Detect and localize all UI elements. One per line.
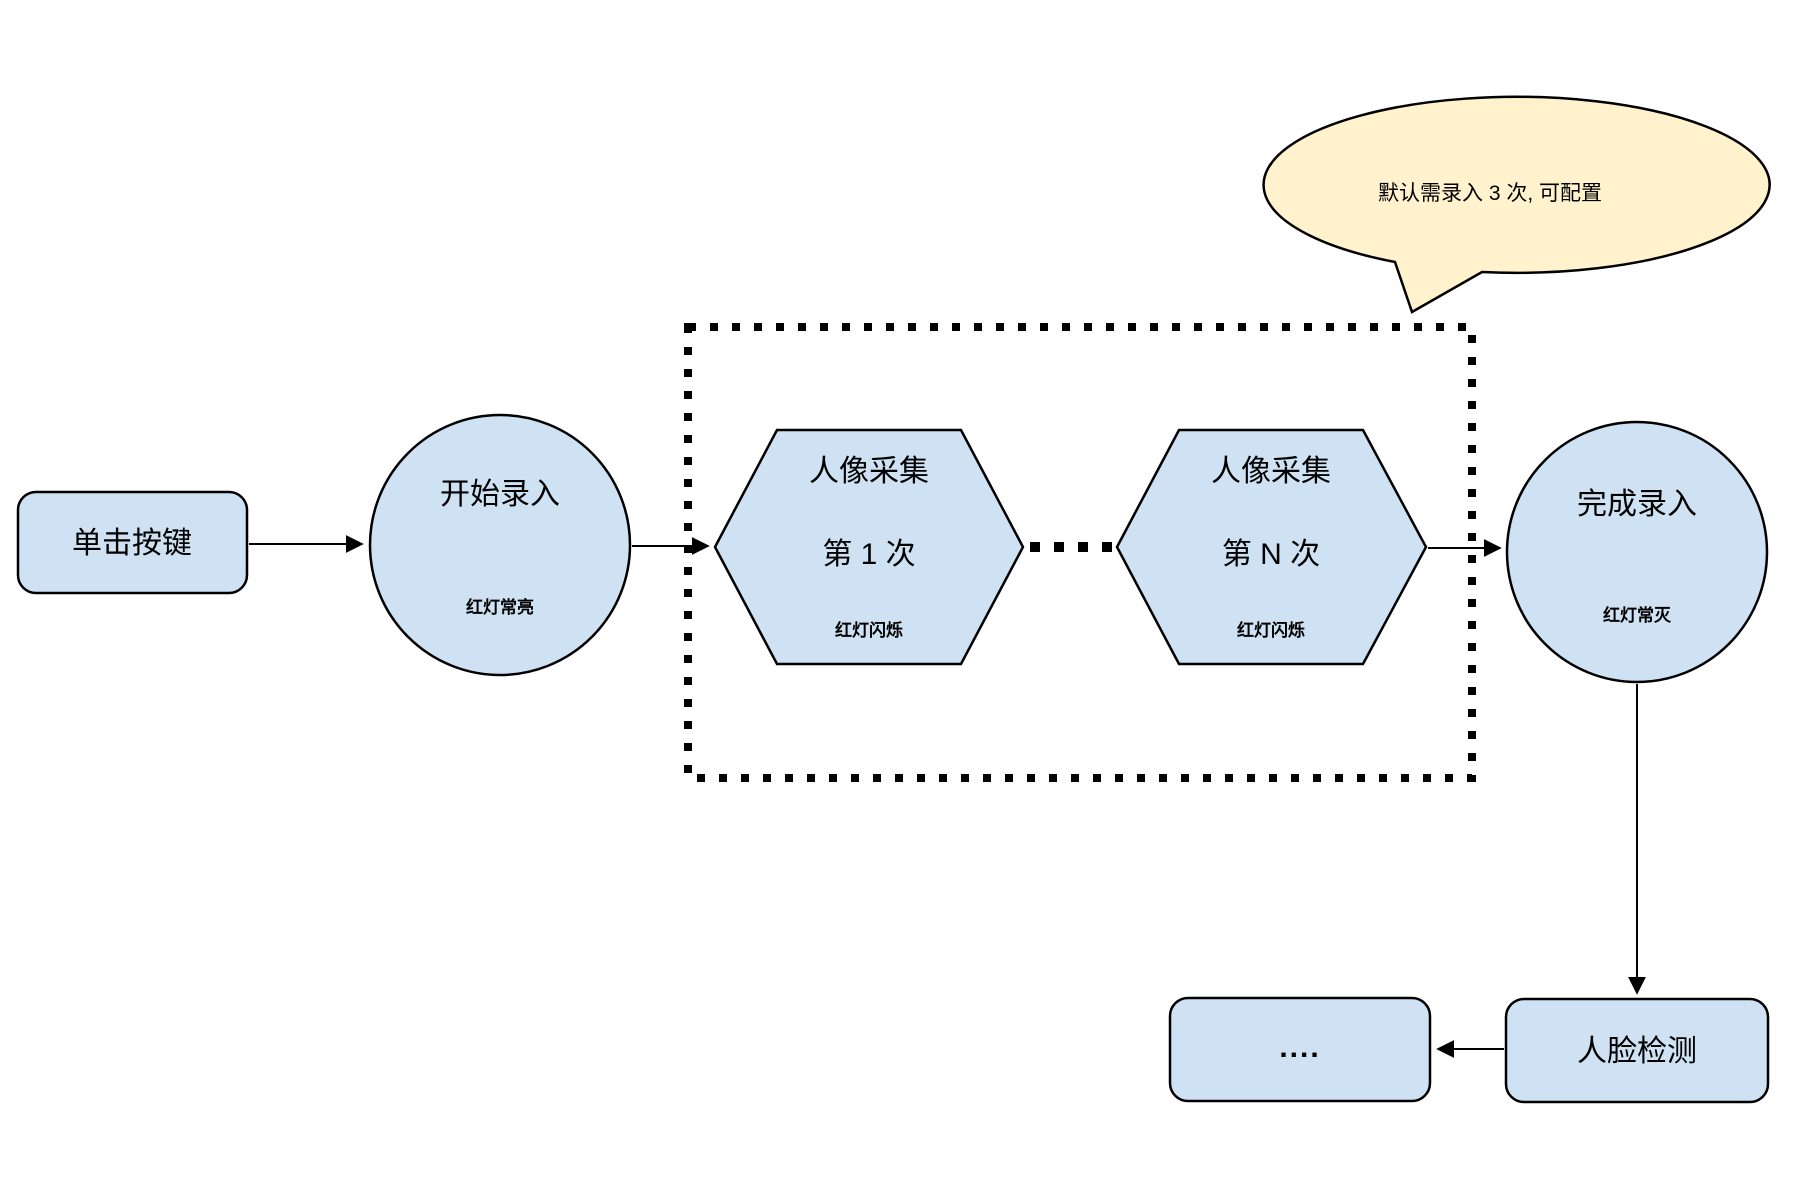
start-entry-title: 开始录入 <box>440 478 560 511</box>
capture-group-dotted-border <box>684 323 1476 782</box>
more-node <box>1168 996 1432 1103</box>
callout-bubble <box>1262 95 1771 314</box>
face-detection-node <box>1504 997 1770 1104</box>
capture-first-node <box>713 428 1025 666</box>
callout-text: 默认需录入 3 次, 可配置 <box>1378 182 1602 205</box>
finish-entry-node <box>1505 420 1769 684</box>
start-entry-node <box>368 413 632 677</box>
click-button-node <box>16 490 249 595</box>
more-label: .... <box>1279 1031 1320 1064</box>
start-entry-status: 红灯常亮 <box>466 597 534 617</box>
capture-first-title: 人像采集 <box>809 455 929 488</box>
click-button-label: 单击按键 <box>72 527 192 560</box>
capture-nth-sequence: 第 N 次 <box>1222 538 1320 571</box>
face-detection-label: 人脸检测 <box>1577 1035 1697 1068</box>
capture-first-sequence: 第 1 次 <box>822 538 915 571</box>
capture-nth-status: 红灯闪烁 <box>1237 620 1305 640</box>
capture-nth-title: 人像采集 <box>1211 455 1331 488</box>
capture-nth-node <box>1115 428 1428 666</box>
capture-first-status: 红灯闪烁 <box>835 620 903 640</box>
finish-entry-status: 红灯常灭 <box>1603 605 1672 625</box>
finish-entry-title: 完成录入 <box>1577 488 1697 521</box>
